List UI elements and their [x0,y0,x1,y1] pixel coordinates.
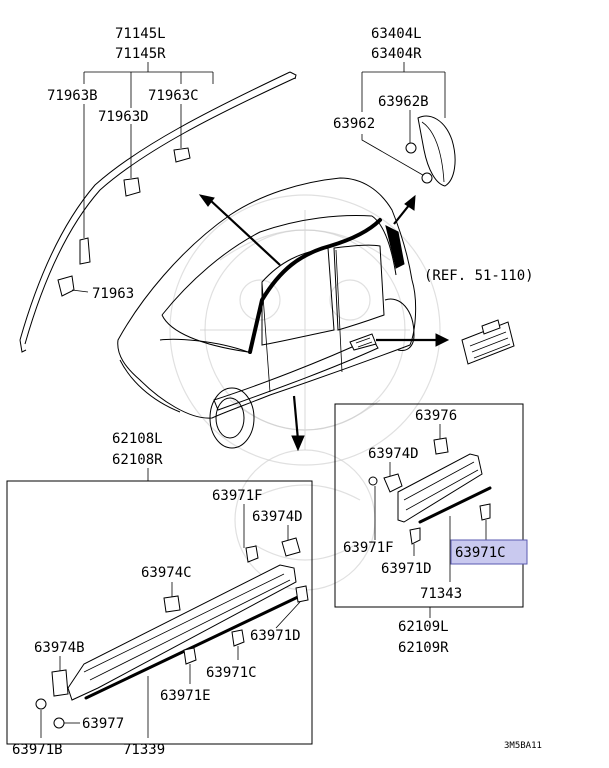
rear-garnish-panel [417,115,456,187]
diagram-code: 3M5BA11 [504,741,542,751]
clip-63976 [433,437,449,455]
sill-garnish-left [67,564,297,701]
label-71963B[interactable]: 71963B [47,88,98,104]
label-ref-51-110[interactable]: (REF. 51-110) [424,268,534,284]
label-71145R[interactable]: 71145R [115,46,166,62]
roof-molding-group: 71145L 71145R 71963B 71963C 71963D 71963 [19,26,297,353]
label-63404R[interactable]: 63404R [371,46,422,62]
watermark-emblem-icon [169,194,441,591]
screw-63971D-right [409,527,421,545]
clip-63974D-left [281,537,301,557]
emblem-ref-icon [461,319,515,365]
clip-63974C [163,595,181,613]
clip-71963B [79,237,91,265]
label-63977[interactable]: 63977 [82,716,124,732]
label-63404L[interactable]: 63404L [371,26,422,42]
label-71963[interactable]: 71963 [92,286,134,302]
highlight-63971C [450,539,528,565]
right-sill-group: 63976 63974D 63971F 63971D 63971C 71343 … [334,403,528,656]
label-71963C[interactable]: 71963C [148,88,199,104]
clip-63962 [421,172,433,184]
screw-63971C-left [231,629,245,647]
label-62108L[interactable]: 62108L [112,431,163,447]
label-71145L[interactable]: 71145L [115,26,166,42]
label-63971C-right[interactable]: 63971C [455,545,506,561]
clip-63974B [51,669,69,697]
roof-molding-strip [19,71,291,341]
clip-63974D-right [383,473,403,493]
label-62108R[interactable]: 62108R [112,452,163,468]
left-sill-frame [6,480,313,745]
label-71343[interactable]: 71343 [420,586,462,602]
label-63962[interactable]: 63962 [333,116,375,132]
screw-63971F-left [245,545,259,563]
screw-63971C-right [479,503,491,521]
screw-63977 [53,717,65,729]
label-63971F-left[interactable]: 63971F [212,488,263,504]
label-63971E[interactable]: 63971E [160,688,211,704]
label-63971C-left[interactable]: 63971C [206,665,257,681]
label-71339[interactable]: 71339 [123,742,165,758]
clip-63962B [405,142,417,154]
screw-63971F-right [368,476,378,486]
left-sill-group: 62108L 62108R 63971F 63974D 63974C 63971… [6,431,313,758]
screw-63971E [183,647,197,665]
label-62109L[interactable]: 62109L [398,619,449,635]
rear-garnish-group: 63404L 63404R 63962B 63962 [333,26,456,187]
clip-71963 [57,275,75,297]
right-sill-frame [334,403,524,608]
label-63962B[interactable]: 63962B [378,94,429,110]
label-63971D-left[interactable]: 63971D [250,628,301,644]
screw-63971D-left [295,585,309,603]
car-body-illustration [117,177,450,452]
label-63971B[interactable]: 63971B [12,742,63,758]
screw-63971B [35,698,47,710]
sill-garnish-right [397,453,483,523]
label-63974D-right[interactable]: 63974D [368,446,419,462]
label-63971D-right[interactable]: 63971D [381,561,432,577]
clip-71963C [173,147,191,163]
label-63971F-right[interactable]: 63971F [343,540,394,556]
label-63976[interactable]: 63976 [415,408,457,424]
label-71963D[interactable]: 71963D [98,109,149,125]
label-63974C[interactable]: 63974C [141,565,192,581]
clip-71963D [123,177,141,197]
label-63974D-left[interactable]: 63974D [252,509,303,525]
label-62109R[interactable]: 62109R [398,640,449,656]
label-63974B[interactable]: 63974B [34,640,85,656]
